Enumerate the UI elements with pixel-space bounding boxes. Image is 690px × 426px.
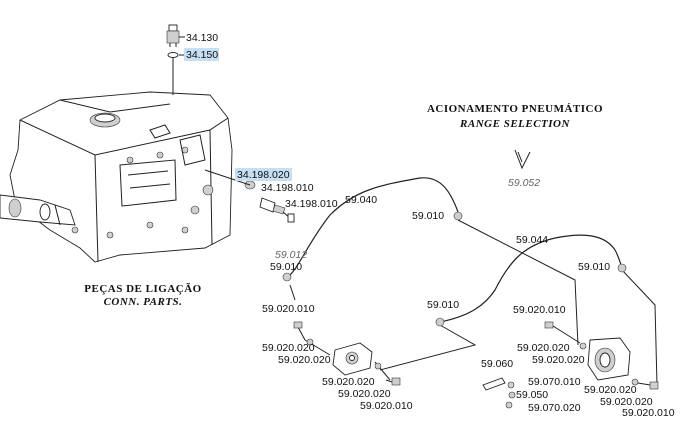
caption-connection-pt: PEÇAS DE LIGAÇÃO <box>84 283 201 295</box>
pneumatic-tubes <box>289 177 658 386</box>
sensor-34-130 <box>166 24 180 47</box>
label-59-020-010-a: 59.020.010 <box>262 303 315 315</box>
clip-59-052 <box>514 149 531 170</box>
fitting-59-010-b <box>282 272 292 282</box>
washer-34-150 <box>167 52 179 58</box>
label-59-020-020-c: 59.020.020 <box>517 342 570 354</box>
label-34-198-020: 34.198.020 <box>237 169 290 181</box>
label-59-020-020-e: 59.020.020 <box>322 376 375 388</box>
label-59-050: 59.050 <box>516 389 548 401</box>
label-59-010-d: 59.010 <box>427 299 459 311</box>
fitting-59-010-d <box>435 317 445 327</box>
caption-pneumatic-en: RANGE SELECTION <box>459 118 570 130</box>
gearbox-housing <box>0 91 233 263</box>
label-59-020-010-c: 59.020.010 <box>360 400 413 412</box>
caption-connection-en: CONN. PARTS. <box>104 296 183 308</box>
switch-34-198 <box>204 169 295 223</box>
label-59-010-b: 59.010 <box>270 261 302 273</box>
cylinder-right <box>544 321 659 390</box>
label-59-010-c: 59.010 <box>578 261 610 273</box>
label-59-012: 59.012 <box>275 249 307 261</box>
label-59-060: 59.060 <box>481 358 513 370</box>
bracket-59-060 <box>482 377 516 409</box>
label-34-150: 34.150 <box>186 49 218 61</box>
label-59-052: 59.052 <box>508 177 540 189</box>
label-59-070-010: 59.070.010 <box>528 376 581 388</box>
valve-left <box>293 321 401 386</box>
label-59-040: 59.040 <box>345 194 377 206</box>
label-59-020-020-d: 59.020.020 <box>532 354 585 366</box>
fitting-59-010-c <box>617 263 627 273</box>
label-59-020-020-b: 59.020.020 <box>278 354 331 366</box>
label-59-070-020: 59.070.020 <box>528 402 581 414</box>
label-59-020-020-g: 59.020.020 <box>584 384 637 396</box>
label-34-198-010-b: 34.198.010 <box>285 198 338 210</box>
label-59-044: 59.044 <box>516 234 548 246</box>
label-34-130: 34.130 <box>186 32 218 44</box>
fitting-59-010-a <box>453 211 463 221</box>
caption-pneumatic-pt: ACIONAMENTO PNEUMÁTICO <box>427 103 603 115</box>
label-34-198-010-a: 34.198.010 <box>261 182 314 194</box>
label-59-020-020-f: 59.020.020 <box>338 388 391 400</box>
highlight-34-150 <box>184 48 219 61</box>
label-59-020-010-d: 59.020.010 <box>622 407 675 419</box>
highlight-34-198-020 <box>235 168 292 181</box>
label-59-020-010-b: 59.020.010 <box>513 304 566 316</box>
label-59-020-020-a: 59.020.020 <box>262 342 315 354</box>
label-59-020-020-h: 59.020.020 <box>600 396 653 408</box>
label-59-010-a: 59.010 <box>412 210 444 222</box>
